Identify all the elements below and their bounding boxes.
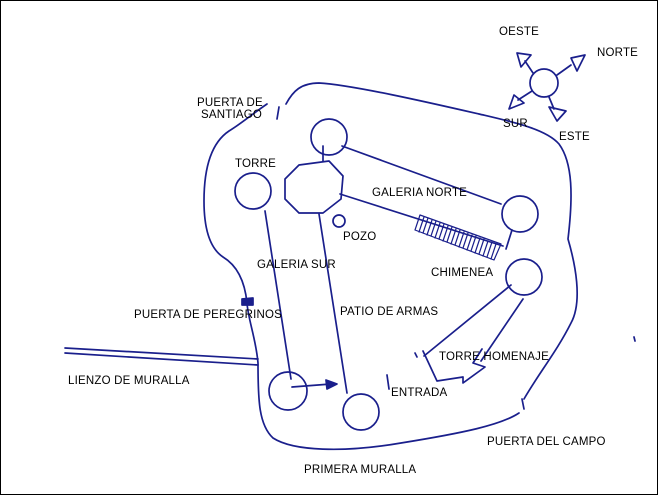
lienzo-de-muralla-wall	[64, 347, 259, 366]
label-patio-de-armas: PATIO DE ARMAS	[340, 306, 439, 318]
label-puerta-de-santiago-line2: SANTIAGO	[201, 109, 263, 121]
label-entrada: ENTRADA	[391, 387, 448, 399]
label-pozo: POZO	[343, 231, 377, 243]
label-torre: TORRE	[235, 158, 277, 170]
compass-label-norte: NORTE	[597, 47, 639, 59]
chimenea-stairs	[414, 214, 502, 261]
label-puerta-del-campo: PUERTA DEL CAMPO	[487, 436, 606, 448]
label-galeria-sur: GALERIA SUR	[257, 259, 336, 271]
torre-homenaje-outline	[422, 348, 486, 384]
primera-muralla-outline	[203, 82, 578, 451]
label-chimenea: CHIMENEA	[431, 267, 494, 279]
label-lienzo-de-muralla: LIENZO DE MURALLA	[68, 375, 190, 387]
label-puerta-de-santiago-line1: PUERTA DE	[197, 97, 263, 109]
label-primera-muralla: PRIMERA MURALLA	[304, 464, 417, 476]
compass-label-oeste: OESTE	[499, 26, 539, 38]
label-torre-homenaje: TORRE HOMENAJE	[439, 351, 549, 363]
compass-label-este: ESTE	[559, 131, 590, 143]
towers	[234, 118, 543, 431]
compass-rose-icon	[508, 52, 586, 122]
entrada-marks	[386, 336, 636, 390]
label-puerta-de-peregrinos: PUERTA DE PEREGRINOS	[134, 309, 282, 321]
compass-label-sur: SUR	[503, 118, 528, 130]
puerta-de-peregrinos-gate	[241, 297, 254, 306]
label-galeria-norte: GALERIA NORTE	[372, 187, 468, 199]
